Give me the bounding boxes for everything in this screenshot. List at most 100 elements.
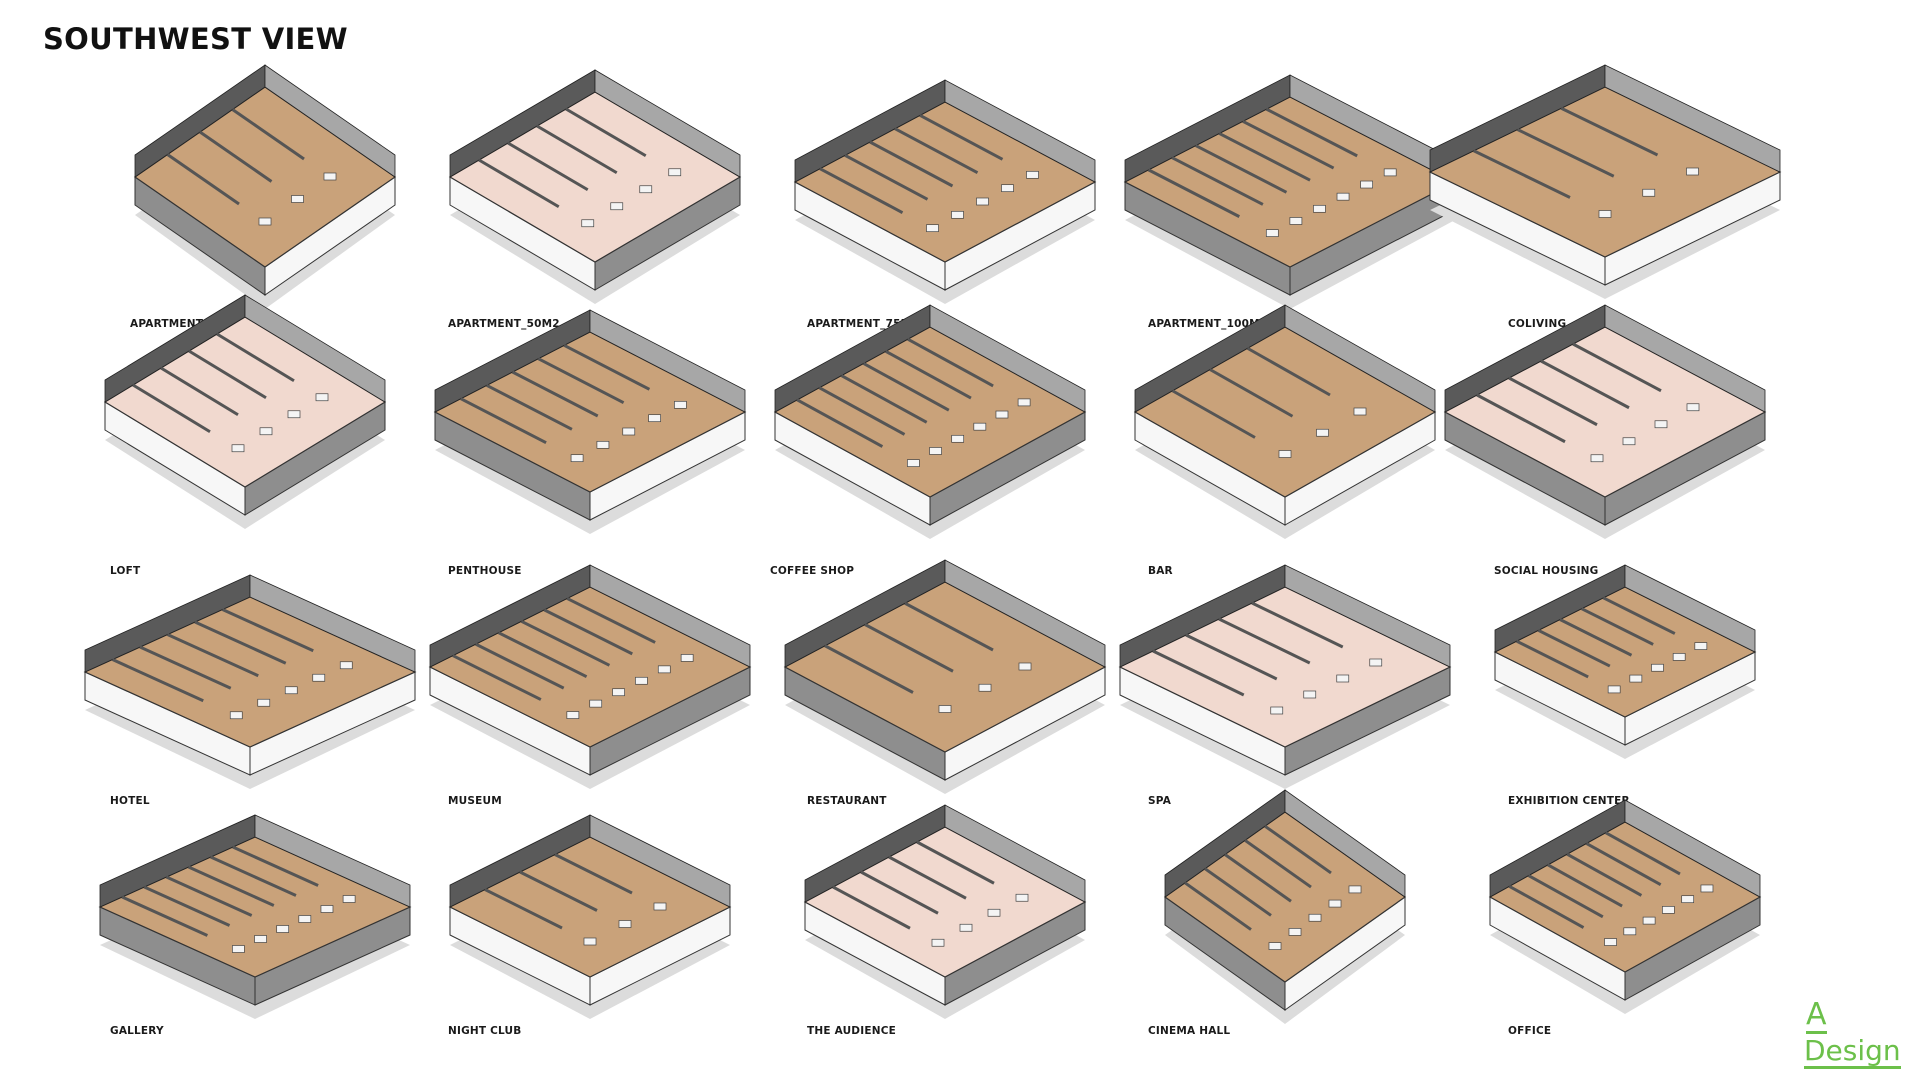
furniture-block [232,945,245,953]
interior-partition [536,124,618,175]
furniture-block [639,185,653,194]
page-title: SOUTHWEST VIEW [43,22,348,56]
floorplan-tile [1443,304,1767,539]
isometric-floorplan-drawing [803,804,1087,1019]
furniture-block [978,683,992,692]
furniture-block [1369,658,1383,667]
back-right-wall [589,309,746,413]
isometric-floorplan-drawing [793,79,1097,304]
interior-partition [1537,628,1611,668]
isometric-floorplan-drawing [448,814,732,1019]
furniture-block [257,698,271,707]
interior-partition [484,888,563,930]
floorplan-tile [433,309,747,534]
furniture-block [1623,927,1637,936]
interior-partition [1264,824,1332,875]
floorplan-tile [1428,64,1782,299]
interior-partition [844,154,929,201]
isometric-floorplan-drawing [1488,799,1762,1014]
interior-partition [1476,393,1566,444]
floorplan-tile [1493,564,1757,759]
interior-partition [475,642,565,690]
furniture-block [1629,674,1643,683]
furniture-block [995,410,1009,419]
interior-partition [511,370,599,418]
furniture-block [1313,204,1326,213]
interior-partition [160,366,239,417]
floorplan-tile [803,804,1087,1019]
floorplan-label: HOTEL [110,795,150,807]
interior-partition [869,140,954,188]
furniture-block [951,434,965,443]
floorplan-tile [83,574,417,789]
furniture-block [657,665,671,674]
floorplan-tile [1163,789,1407,1024]
back-right-wall [1604,304,1766,413]
furniture-block [653,902,667,911]
furniture-block [1360,180,1373,189]
furniture-block [931,938,945,947]
floorplan-label: THE AUDIENCE [807,1025,896,1037]
interior-partition [840,374,928,424]
logo-line-2: Design [1804,1034,1901,1069]
furniture-block [1001,184,1014,193]
furniture-block [1598,210,1612,218]
interior-partition [1242,119,1335,170]
furniture-block [570,454,584,463]
back-right-wall [1624,564,1756,653]
interior-partition [907,337,994,388]
back-right-wall [1604,64,1781,173]
interior-partition [1246,346,1331,397]
furniture-block [929,447,942,455]
interior-partition [904,601,994,652]
back-right-wall [244,294,386,403]
interior-partition [543,608,633,656]
interior-partition [187,865,275,907]
furniture-block [596,440,610,449]
interior-partition [566,597,656,644]
furniture-block [1686,167,1699,176]
interior-partition [1559,618,1633,657]
interior-partition [519,870,598,912]
interior-partition [894,127,979,174]
furniture-block [291,195,304,203]
interior-partition [452,654,542,701]
interior-partition [485,384,573,431]
interior-partition [1184,881,1252,931]
furniture-block [1642,916,1656,925]
furniture-block [342,895,356,903]
isometric-floorplan-drawing [98,814,412,1019]
isometric-floorplan-drawing [1493,564,1757,759]
floorplan-tile [1123,74,1457,309]
floorplan-label: BAR [1148,565,1173,577]
furniture-block [926,224,939,233]
isometric-floorplan-drawing [1133,304,1437,539]
furniture-block [959,923,973,932]
interior-partition [460,397,547,444]
furniture-block [1700,884,1714,893]
furniture-block [589,699,603,708]
furniture-block [976,197,989,206]
interior-partition [1185,633,1278,681]
furniture-block [1383,168,1397,177]
interior-partition [166,633,259,678]
furniture-block [254,935,267,943]
furniture-block [1604,938,1617,946]
isometric-floorplan-drawing [428,564,752,789]
back-right-wall [249,574,416,673]
floorplan-label: COLIVING [1508,318,1567,330]
furniture-block [987,908,1001,917]
interior-partition [537,357,625,404]
isometric-floorplan-drawing [433,309,747,534]
interior-partition [497,631,588,679]
back-right-wall [944,559,1106,668]
floorplan-label: LOFT [110,565,141,577]
floorplan-label: SPA [1148,795,1172,807]
furniture-block [622,427,636,436]
interior-partition [1527,874,1604,919]
furniture-block [612,688,625,697]
interior-partition [111,658,204,703]
interior-partition [1540,359,1630,410]
furniture-block [1270,706,1284,715]
interior-partition [864,623,954,673]
